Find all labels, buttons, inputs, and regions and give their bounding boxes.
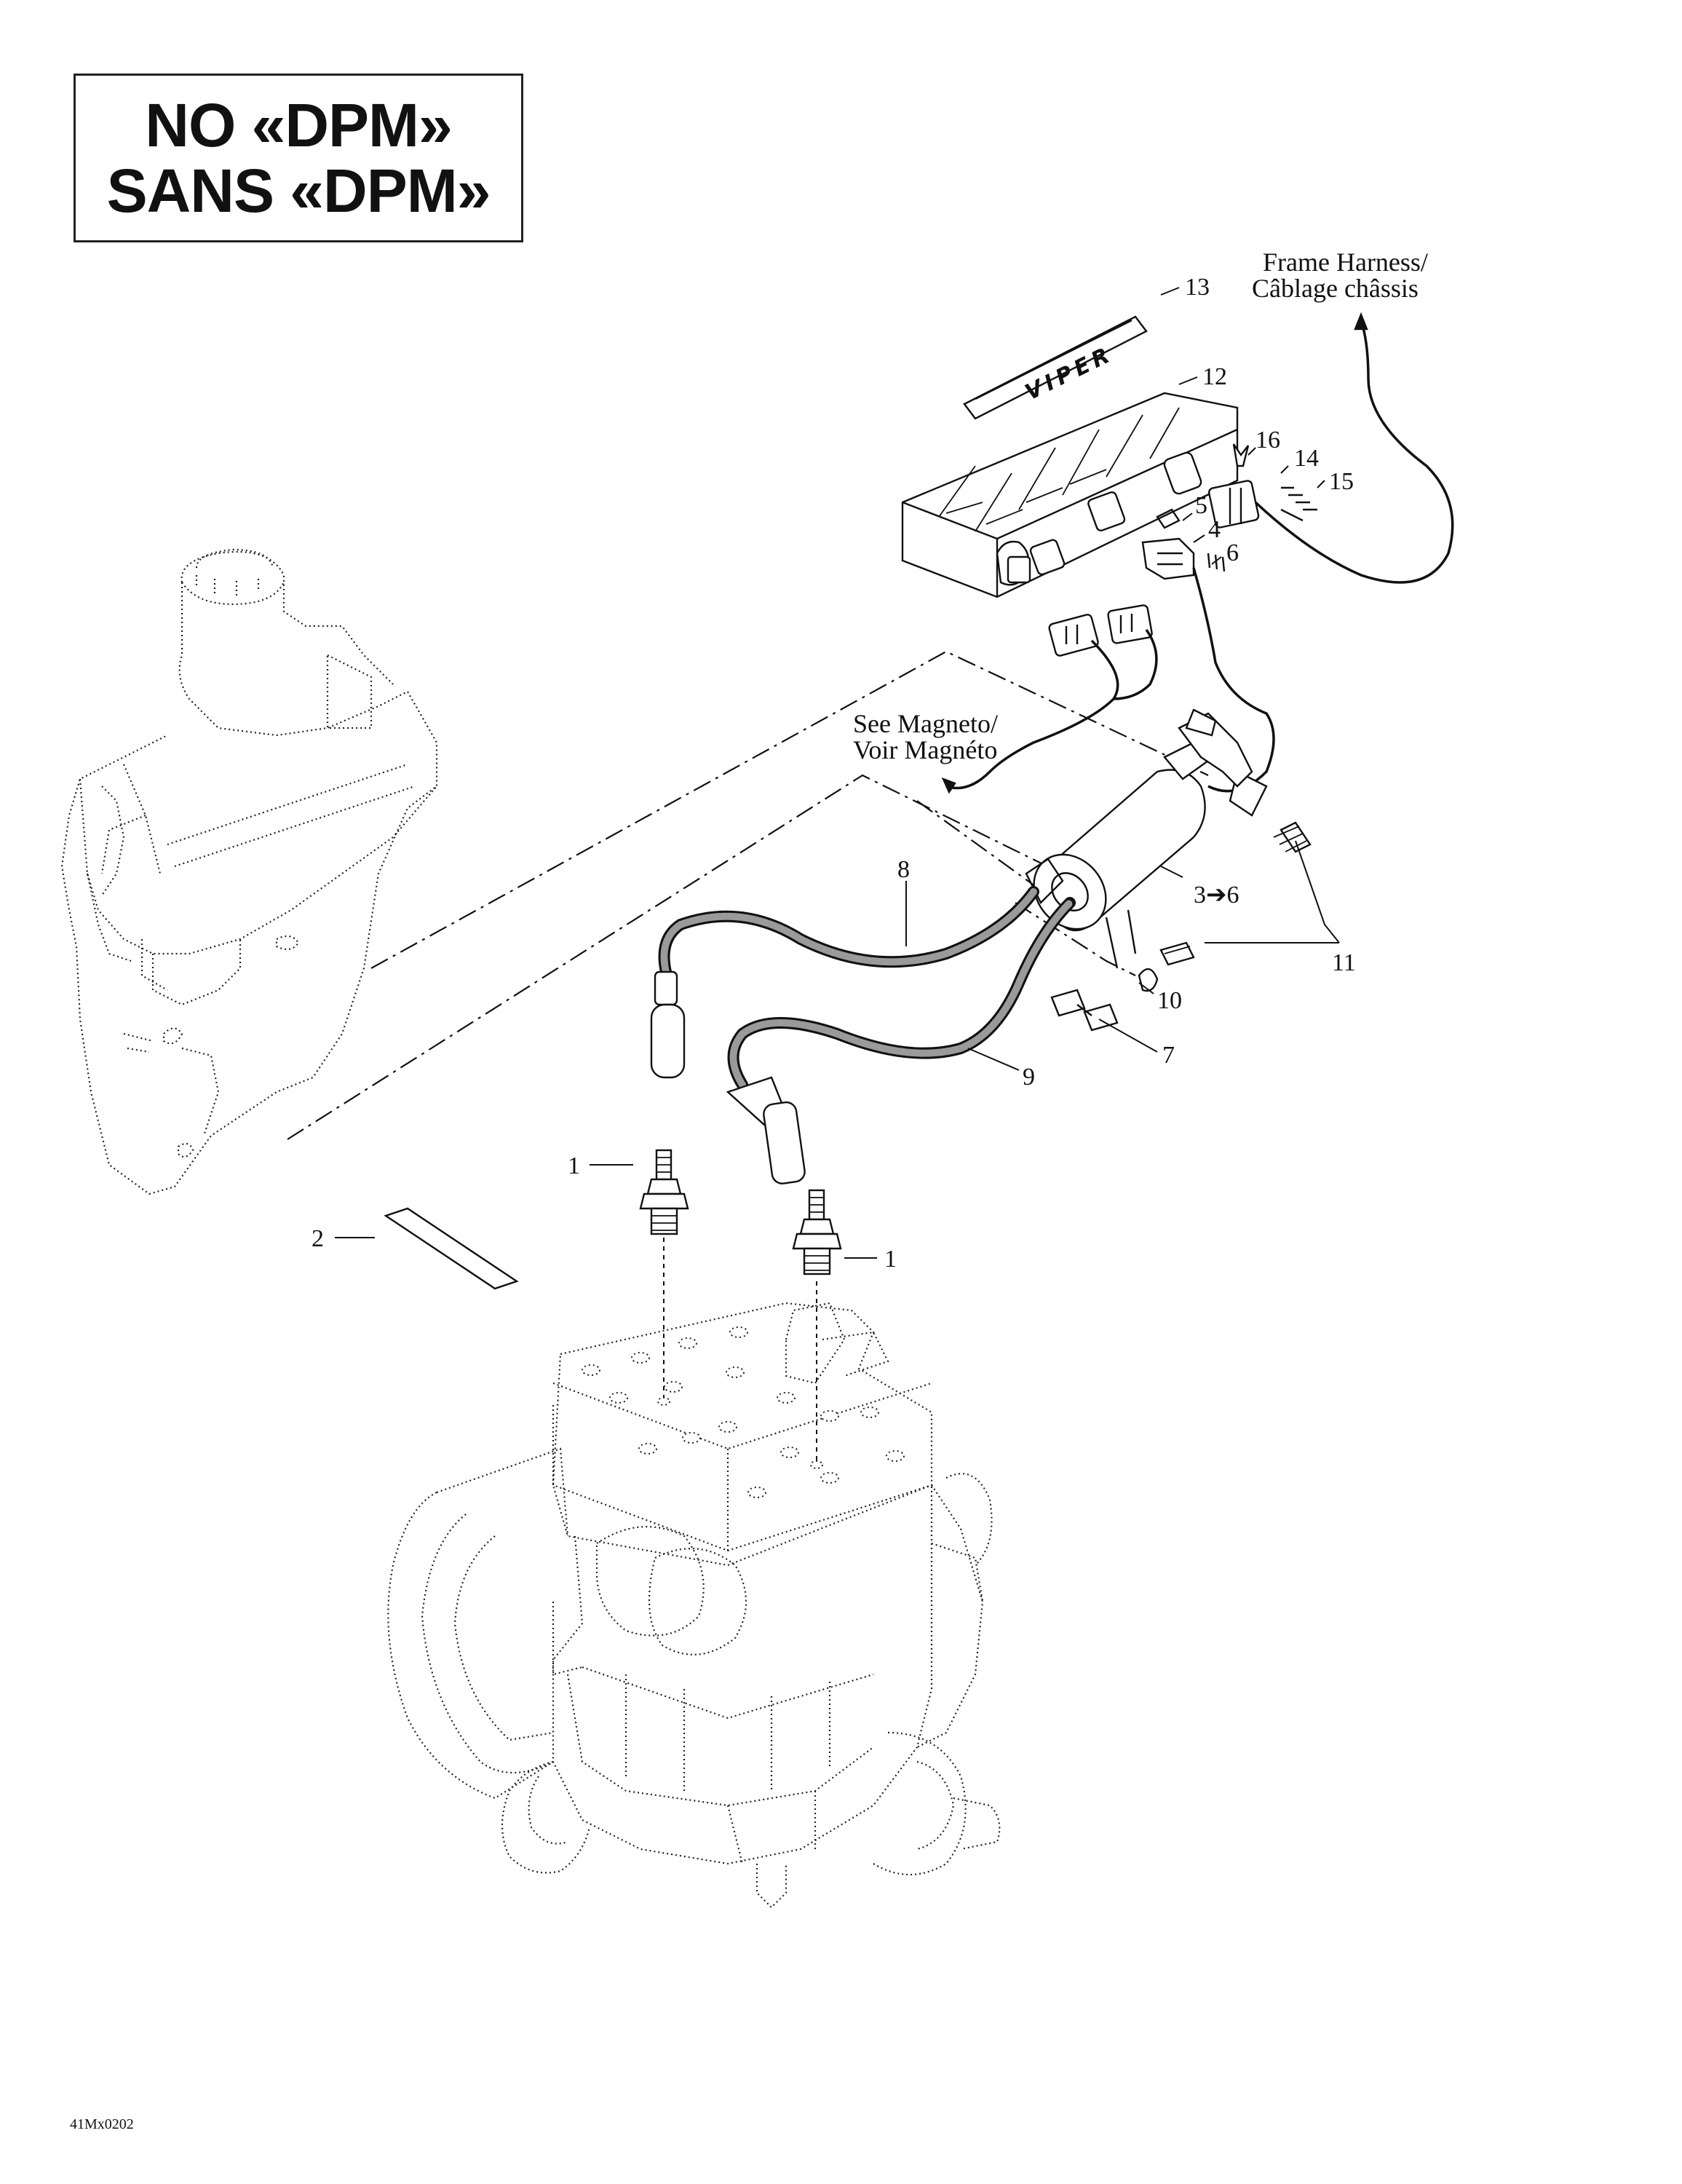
callout-1-left: 1	[568, 1152, 580, 1179]
see-magneto-label-fr: Voir Magnéto	[853, 735, 997, 764]
decal-2	[384, 1207, 519, 1290]
see-magneto-label-en: See Magneto/	[853, 709, 998, 738]
oil-tank	[60, 548, 438, 1195]
callout-13: 13	[1185, 274, 1210, 301]
callout-10: 10	[1157, 987, 1182, 1014]
diagram-notes: Frame Harness/ Câblage châssis See Magne…	[853, 248, 1428, 764]
spark-plug-right	[792, 1189, 842, 1275]
callout-7: 7	[1162, 1042, 1175, 1069]
spark-plug-left	[639, 1149, 689, 1235]
ignition-module	[901, 392, 1239, 598]
callout-8: 8	[897, 856, 910, 883]
callout-5: 5	[1195, 492, 1207, 519]
drawing-code: 41Mx0202	[70, 2116, 134, 2132]
magneto-harness	[941, 604, 1158, 794]
title-box: NO «DPM» SANS «DPM»	[74, 74, 523, 242]
callout-11: 11	[1332, 949, 1356, 976]
ht-cable-8	[650, 886, 1039, 1079]
ht-cable-9	[726, 897, 1076, 1184]
callout-12: 12	[1202, 363, 1227, 390]
callout-14: 14	[1294, 445, 1319, 472]
callout-15: 15	[1329, 468, 1354, 495]
frame-harness-wire	[1254, 320, 1454, 584]
callout-1-right: 1	[884, 1246, 897, 1273]
callout-6: 6	[1226, 539, 1239, 566]
viper-decal: VIPER	[963, 315, 1148, 420]
bracket-clip	[1185, 708, 1217, 737]
engine	[387, 1302, 1001, 1909]
phantom-lines	[287, 650, 1209, 1140]
mounting-screws	[1159, 821, 1312, 966]
frame-harness-arrow	[1354, 312, 1368, 331]
connector-7	[1050, 989, 1119, 1032]
callout-3to6: 3➔6	[1194, 882, 1239, 909]
callout-4: 4	[1208, 516, 1221, 543]
frame-harness-label-en: Frame Harness/	[1263, 248, 1428, 277]
callout-9: 9	[1023, 1064, 1035, 1091]
callout-2: 2	[312, 1225, 324, 1252]
title-line-2: SANS «DPM»	[106, 157, 491, 225]
title-line-1: NO «DPM»	[145, 91, 452, 159]
harness-connectors	[1141, 443, 1317, 580]
callout-labels: 13 12 16 14 15 5 4 6 3➔6 11 10 7 8 9 1 1…	[312, 274, 1356, 1273]
frame-harness-label-fr: Câblage châssis	[1252, 274, 1419, 303]
callout-16: 16	[1255, 427, 1280, 454]
callout-leaders	[335, 287, 1340, 1259]
